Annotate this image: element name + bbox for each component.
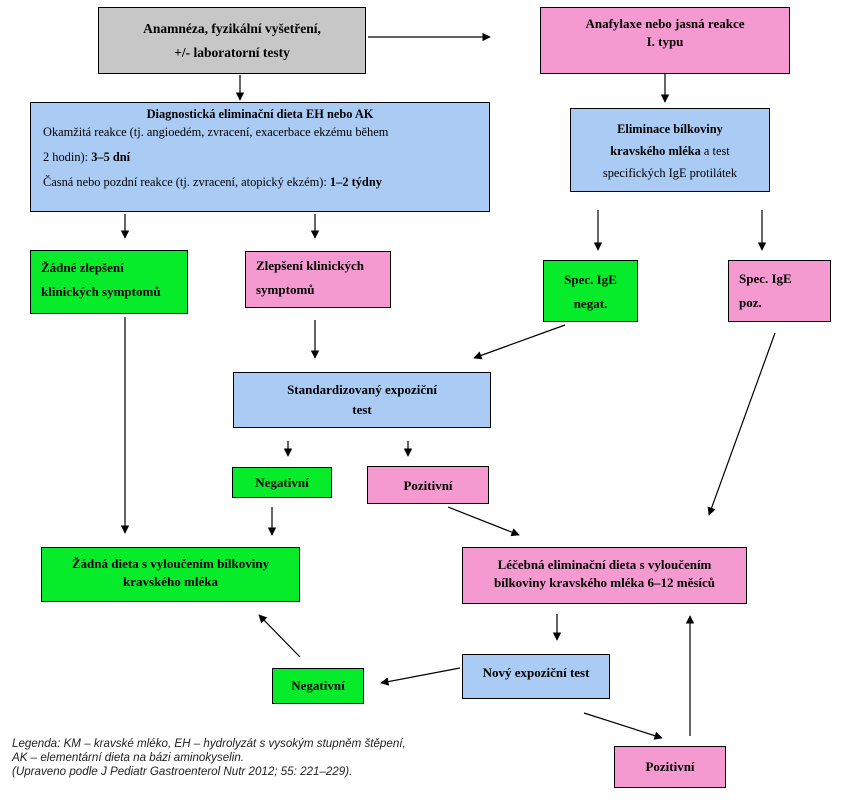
diagnosticka-box: Diagnostická eliminační dieta EH nebo AK… [30,102,490,212]
standardizovany-line2: test [352,402,372,417]
pozitivni2-label: Pozitivní [645,759,695,774]
legend-line1: Legenda: KM – kravské mléko, EH – hydrol… [12,737,406,750]
ige-negat-line2: negat. [573,296,608,311]
eliminace-line2-bold: kravského mléka [610,144,701,158]
legend-line3: (Upraveno podle J Pediatr Gastroenterol … [12,765,353,778]
zlepseni-line1: Zlepšení klinických [256,258,364,273]
anafylaxe-line1: Anafylaxe nebo jasná reakce [585,16,745,31]
diagnosticka-line2-text: 2 hodin): [43,150,92,164]
arrow-pozitivni-to-lecebna [447,506,520,537]
pozitivni-label: Pozitivní [403,478,453,493]
ige-negat-box: Spec. IgE negat. [543,260,638,322]
eliminace-line3: specifických IgE protilátek [602,166,738,180]
diagnosticka-title: Diagnostická eliminační dieta EH nebo AK [146,107,374,121]
ige-poz-line2: poz. [739,295,762,310]
pozitivni2-box: Pozitivní [614,746,726,788]
lecebna-box: Léčebná eliminační dieta s vyloučením bí… [462,547,747,604]
diagnosticka-line3: Časná nebo pozdní reakce (tj. zvracení, … [43,173,489,191]
eliminace-line2-text: a test [700,144,730,158]
eliminace-line1: Eliminace bílkoviny [617,122,723,136]
negativni2-box: Negativní [272,668,364,704]
eliminace-box: Eliminace bílkoviny kravského mléka a te… [570,108,770,192]
arrow-novy-to-pozitivni2 [583,712,663,740]
arrow-negativni2-to-zadnadieta [258,614,301,658]
negativni-box: Negativní [232,467,332,498]
diagnosticka-line3-text: Časná nebo pozdní reakce (tj. zvracení, … [43,175,330,189]
pozitivni-box: Pozitivní [367,466,489,504]
negativni-label: Negativní [255,475,309,490]
lecebna-line2: bílkoviny kravského mléka 6–12 měsíců [493,575,716,590]
standardizovany-line1: Standardizovaný expoziční [287,382,437,397]
arrow-igeneg-to-standard [473,324,566,360]
diagnosticka-line2-bold: 3–5 dní [91,150,131,164]
zadna-dieta-box: Žádná dieta s vyloučením bílkoviny kravs… [41,547,300,602]
eliminace-line2: kravského mléka a test [571,140,769,162]
diagnosticka-line3-bold: 1–2 týdny [329,175,382,189]
standardizovany-box: Standardizovaný expoziční test [233,372,491,428]
novy-expozicni-label: Nový expoziční test [482,665,590,680]
lecebna-line1: Léčebná eliminační dieta s vyloučením [497,557,712,572]
anamneza-line1: Anamnéza, fyzikální vyšetření, [143,21,321,36]
negativni2-label: Negativní [291,678,345,693]
ige-poz-box: Spec. IgE poz. [728,260,831,322]
legend: Legenda: KM – kravské mléko, EH – hydrol… [12,737,406,779]
zadna-dieta-line2: kravského mléka [123,574,218,589]
zadne-zlepseni-line2: klinických symptomů [41,284,161,299]
novy-expozicni-box: Nový expoziční test [462,654,610,699]
diagnosticka-line1: Okamžitá reakce (tj. angioedém, zvracení… [43,125,389,139]
zadna-dieta-line1: Žádná dieta s vyloučením bílkoviny [71,556,270,571]
legend-line2: AK – elementární dieta na bázi aminokyse… [12,751,245,764]
diagnosticka-line2: 2 hodin): 3–5 dní [43,148,489,166]
anafylaxe-line2: I. typu [646,34,684,49]
ige-poz-line1: Spec. IgE [739,271,792,286]
anamneza-box: Anamnéza, fyzikální vyšetření, +/- labor… [98,7,366,74]
arrow-novy-to-negativni2 [380,667,461,686]
zlepseni-box: Zlepšení klinických symptomů [245,251,391,308]
zadne-zlepseni-box: Žádné zlepšení klinických symptomů [30,250,188,314]
arrow-igepoz-to-lecebna [707,332,776,516]
zadne-zlepseni-line1: Žádné zlepšení [41,260,124,275]
ige-negat-line1: Spec. IgE [564,272,617,287]
anamneza-line2: +/- laboratorní testy [174,45,290,60]
anafylaxe-box: Anafylaxe nebo jasná reakce I. typu [540,7,790,74]
zlepseni-line2: symptomů [256,282,315,297]
